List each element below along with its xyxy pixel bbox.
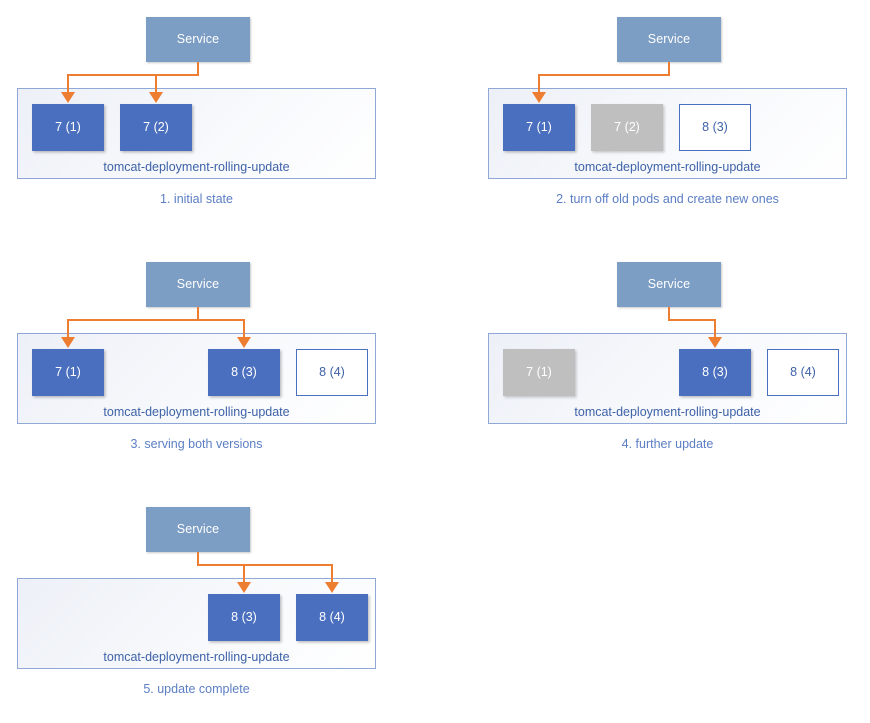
pod-label: 7 (1) [526,120,552,135]
deployment-label: tomcat-deployment-rolling-update [574,404,761,419]
service-label: Service [176,32,220,47]
pod-label: 8 (3) [231,365,257,380]
deployment-label: tomcat-deployment-rolling-update [103,159,290,174]
service-box: Service [146,17,250,62]
pod-box: 7 (1) [503,104,575,151]
deployment-label: tomcat-deployment-rolling-update [103,404,290,419]
pod-box: 8 (3) [208,594,280,641]
pod-box: 7 (1) [32,349,104,396]
pod-label: 7 (1) [55,365,81,380]
panel-caption: 2. turn off old pods and create new ones [556,192,779,206]
pod-box: 7 (1) [503,349,575,396]
pod-label: 8 (4) [319,610,345,625]
pod-box: 7 (2) [120,104,192,151]
pod-label: 8 (4) [319,365,345,380]
service-label: Service [647,32,691,47]
pod-box: 7 (1) [32,104,104,151]
pod-label: 8 (4) [790,365,816,380]
service-box: Service [146,262,250,307]
deployment-container: 7 (1) 8 (3) 8 (4) tomcat-deployment-roll… [488,333,847,424]
panel-caption: 1. initial state [160,192,233,206]
pod-label: 8 (3) [702,120,728,135]
deployment-label: tomcat-deployment-rolling-update [103,649,290,664]
pod-box: 8 (4) [296,594,368,641]
panel-caption: 4. further update [621,437,714,451]
service-box: Service [617,17,721,62]
pod-label: 7 (2) [614,120,640,135]
deployment-label: tomcat-deployment-rolling-update [574,159,761,174]
pod-box: 8 (3) [679,349,751,396]
panel-1-initial-state: Service 7 (1) 7 (2) tomcat-deployment-ro… [0,0,435,233]
panel-2-turn-off-old-pods: Service 7 (1) 7 (2) 8 (3) tomcat-deploym… [471,0,870,233]
deployment-container: 7 (1) 7 (2) 8 (3) tomcat-deployment-roll… [488,88,847,179]
deployment-container: 8 (3) 8 (4) tomcat-deployment-rolling-up… [17,578,376,669]
pod-box: 8 (4) [767,349,839,396]
pod-box: 7 (2) [591,104,663,151]
pod-box: 8 (3) [679,104,751,151]
service-label: Service [176,277,220,292]
service-box: Service [146,507,250,552]
pod-label: 7 (2) [143,120,169,135]
panel-5-update-complete: Service 8 (3) 8 (4) tomcat-deployment-ro… [0,490,435,723]
service-label: Service [647,277,691,292]
pod-label: 7 (1) [55,120,81,135]
pod-label: 8 (3) [231,610,257,625]
panel-caption: 3. serving both versions [130,437,263,451]
pod-label: 8 (3) [702,365,728,380]
pod-label: 7 (1) [526,365,552,380]
panel-caption: 5. update complete [143,682,250,696]
service-label: Service [176,522,220,537]
service-box: Service [617,262,721,307]
deployment-container: 7 (1) 7 (2) tomcat-deployment-rolling-up… [17,88,376,179]
pod-box: 8 (4) [296,349,368,396]
panel-4-further-update: Service 7 (1) 8 (3) 8 (4) tomcat-deploym… [471,245,870,478]
deployment-container: 7 (1) 8 (3) 8 (4) tomcat-deployment-roll… [17,333,376,424]
panel-3-serving-both-versions: Service 7 (1) 8 (3) 8 (4) tomcat-deploym… [0,245,435,478]
pod-box: 8 (3) [208,349,280,396]
